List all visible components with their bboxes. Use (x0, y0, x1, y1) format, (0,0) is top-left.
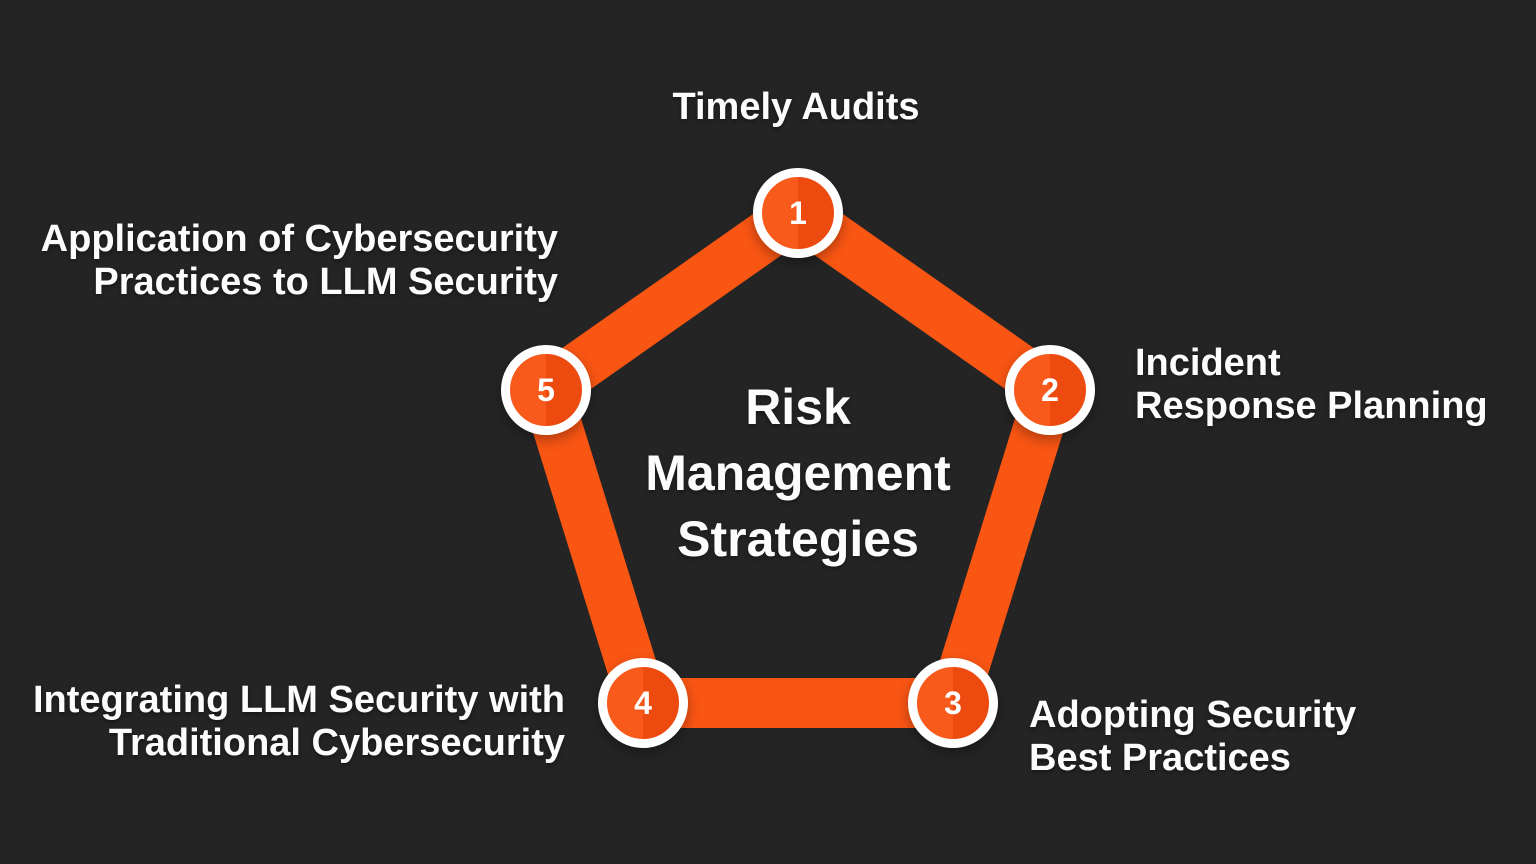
node-2-label: Incident Response Planning (1135, 342, 1488, 428)
center-title-line-2: Management (645, 445, 951, 501)
node-2-label-line-1: Incident (1135, 342, 1281, 384)
node-3-label: Adopting Security Best Practices (1029, 694, 1356, 780)
center-title: Risk Management Strategies (645, 374, 951, 572)
node-4-badge: 4 (598, 658, 688, 748)
node-3-number: 3 (944, 685, 962, 721)
node-3-badge: 3 (908, 658, 998, 748)
node-5-number: 5 (537, 372, 555, 408)
node-1-number: 1 (789, 195, 807, 231)
node-1-badge: 1 (753, 168, 843, 258)
node-2-label-line-2: Response Planning (1135, 385, 1488, 427)
node-5-badge: 5 (501, 345, 591, 435)
node-4-label-line-2: Traditional Cybersecurity (108, 722, 565, 764)
node-5-label-line-2: Practices to LLM Security (93, 261, 558, 303)
center-title-line-1: Risk (745, 379, 851, 435)
center-title-line-3: Strategies (677, 511, 919, 567)
node-4-number: 4 (634, 685, 652, 721)
node-2-number: 2 (1041, 372, 1059, 408)
node-1-label: Timely Audits (672, 86, 919, 129)
node-3-label-line-1: Adopting Security (1029, 694, 1357, 736)
pentagon-outline (516, 182, 1080, 728)
node-5-label: Application of Cybersecurity Practices t… (41, 218, 558, 304)
node-5-label-line-1: Application of Cybersecurity (40, 218, 558, 260)
node-3-label-line-2: Best Practices (1029, 737, 1291, 779)
node-4-label: Integrating LLM Security with Traditiona… (33, 679, 565, 765)
node-2-badge: 2 (1005, 345, 1095, 435)
node-1-label-line-1: Timely Audits (672, 86, 920, 128)
node-4-label-line-1: Integrating LLM Security with (32, 679, 565, 721)
